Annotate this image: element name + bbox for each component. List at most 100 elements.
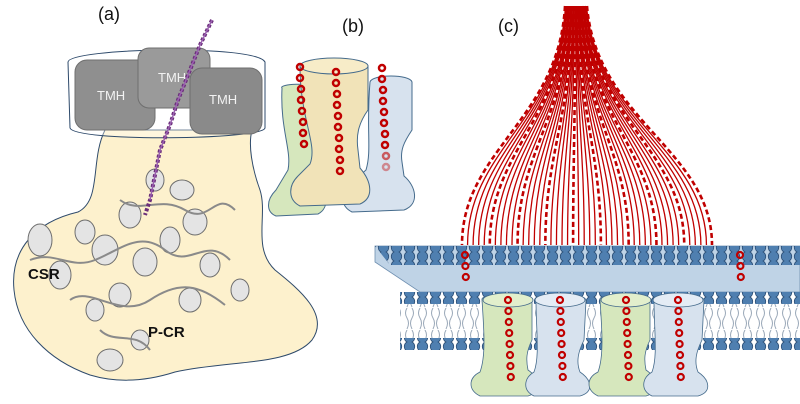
helix-strand xyxy=(566,5,575,246)
helix-bead xyxy=(736,272,745,282)
helix-bead xyxy=(624,361,633,371)
helix-strand xyxy=(555,5,574,246)
helix-strand xyxy=(581,5,663,246)
tmh-box-3: TMH xyxy=(189,67,263,135)
helix-bead xyxy=(460,250,470,260)
helix-bead xyxy=(622,317,631,327)
helix-chain xyxy=(555,295,567,382)
helix-strand xyxy=(579,5,635,246)
helix-strand xyxy=(478,5,568,246)
cytoplasmic-region xyxy=(13,129,318,381)
helix-strand xyxy=(583,5,686,246)
helix-chain xyxy=(673,295,685,382)
helix-strand xyxy=(574,5,580,246)
helix-strand xyxy=(577,5,608,246)
helix-strand xyxy=(494,5,569,246)
helix-bead xyxy=(504,317,513,327)
helix-bead xyxy=(674,317,683,327)
helix-strand xyxy=(578,5,630,246)
helix-strand xyxy=(578,5,619,246)
helix-strand xyxy=(575,5,591,246)
helix-bead xyxy=(735,250,745,260)
helix-strand xyxy=(472,5,567,246)
panel-c: (c) xyxy=(374,5,800,397)
helix-bead xyxy=(624,372,633,382)
helix-strand xyxy=(544,5,574,246)
helix-chain xyxy=(621,295,633,382)
region-label-pcr: P-CR xyxy=(148,324,185,341)
helix-bead xyxy=(506,361,515,371)
panel-a: (a) TMH TMH TMH xyxy=(13,4,318,381)
helix-bead xyxy=(674,306,683,316)
helix-bead xyxy=(557,328,566,338)
helix-strand xyxy=(576,5,596,246)
helix-bead xyxy=(461,272,470,282)
helix-bead xyxy=(505,350,515,360)
helix-bead xyxy=(623,328,632,338)
helix-strand xyxy=(466,5,567,246)
helix-bead xyxy=(675,350,685,360)
helix-bead xyxy=(556,306,565,316)
helix-chains-lower xyxy=(460,250,745,382)
helix-strand xyxy=(580,5,646,246)
helix-strand xyxy=(579,5,641,246)
helix-bead xyxy=(504,306,513,316)
helix-strand xyxy=(550,5,574,246)
helix-bead xyxy=(673,295,683,305)
helix-chain-b3 xyxy=(377,63,391,172)
protein-ribbon xyxy=(27,168,250,372)
tmh-label: TMH xyxy=(97,88,125,103)
helix-strand xyxy=(582,5,669,246)
tmh-label: TMH xyxy=(209,92,237,107)
helix-bead xyxy=(505,328,514,338)
panel-b: (b) xyxy=(268,16,415,217)
helix-bead xyxy=(557,350,567,360)
helix-chain-b2 xyxy=(331,67,345,176)
helix-strand xyxy=(488,5,569,246)
helix-strand xyxy=(522,5,572,246)
region-label-csr: CSR xyxy=(28,266,60,283)
helix-strand xyxy=(511,5,571,246)
helix-bead xyxy=(621,295,631,305)
helix-strand xyxy=(561,5,575,246)
helix-strand xyxy=(585,5,702,246)
helix-chain xyxy=(503,295,515,382)
helix-strand xyxy=(528,5,572,246)
panel-b-label: (b) xyxy=(342,16,364,36)
helix-bead xyxy=(503,295,513,305)
helix-bead xyxy=(558,372,567,382)
helix-strand xyxy=(505,5,570,246)
helix-strand xyxy=(584,5,691,246)
helix-bead xyxy=(675,339,684,349)
helix-strand xyxy=(577,5,613,246)
panel-c-label: (c) xyxy=(498,16,519,36)
helix-strand xyxy=(516,5,572,246)
panel-a-label: (a) xyxy=(98,4,120,24)
helix-bead xyxy=(623,350,633,360)
helix-bead xyxy=(622,306,631,316)
helix-bead xyxy=(557,339,566,349)
helix-bead xyxy=(461,261,470,271)
helix-bundle xyxy=(460,5,714,246)
helix-bead xyxy=(676,361,685,371)
helix-strand xyxy=(582,5,674,246)
helix-strand xyxy=(539,5,573,246)
helix-bead xyxy=(558,361,567,371)
tmh-label: TMH xyxy=(158,70,186,85)
helix-bead xyxy=(505,339,514,349)
helix-strand xyxy=(585,5,714,246)
helix-strand xyxy=(460,5,567,246)
helix-chain-b1 xyxy=(295,62,309,149)
helix-strand xyxy=(500,5,570,246)
helix-strand xyxy=(580,5,658,246)
helix-chain xyxy=(460,250,470,282)
helix-strand xyxy=(578,5,624,246)
helix-bead xyxy=(676,372,685,382)
helix-bead xyxy=(506,372,515,382)
helix-bead xyxy=(736,261,745,271)
helix-strand xyxy=(580,5,652,246)
helix-bead xyxy=(555,295,565,305)
helix-bead xyxy=(675,328,684,338)
helix-strand xyxy=(575,5,585,246)
